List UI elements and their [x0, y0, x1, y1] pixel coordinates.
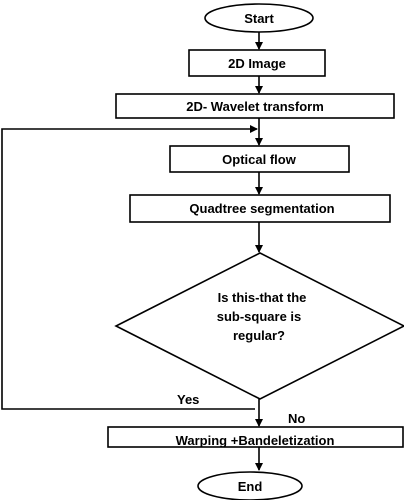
optical-flow-label: Optical flow — [222, 152, 297, 167]
decision-text-line1: Is this-that the — [218, 290, 307, 305]
optical-flow-box — [169, 145, 350, 173]
wavelet-node: 2D- Wavelet transform — [115, 93, 395, 119]
no-label: No — [288, 411, 305, 426]
decision-node: Is this-that the sub-square is regular? — [114, 252, 404, 400]
start-node: Start — [204, 3, 314, 33]
quadtree-node: Quadtree segmentation — [129, 194, 391, 223]
warping-label: Warping +Bandeletization — [176, 433, 335, 448]
start-label: Start — [244, 11, 274, 26]
warping-node: Warping +Bandeletization — [107, 426, 404, 448]
wavelet-label: 2D- Wavelet transform — [186, 99, 324, 114]
decision-diamond — [114, 252, 404, 400]
end-label: End — [238, 479, 263, 494]
decision-text-line2: sub-square is — [217, 309, 302, 324]
decision-text-line3: regular? — [233, 328, 285, 343]
quadtree-box — [129, 194, 391, 223]
warping-box — [107, 426, 404, 448]
end-oval — [197, 471, 303, 500]
image-2d-node: 2D Image — [188, 49, 326, 77]
image-2d-box — [188, 49, 326, 77]
quadtree-label: Quadtree segmentation — [189, 201, 334, 216]
yes-label: Yes — [177, 392, 199, 407]
wavelet-box — [115, 93, 395, 119]
end-node: End — [197, 471, 303, 500]
image-2d-label: 2D Image — [228, 56, 286, 71]
optical-flow-node: Optical flow — [169, 145, 350, 173]
yes-loop-line — [1, 125, 258, 410]
